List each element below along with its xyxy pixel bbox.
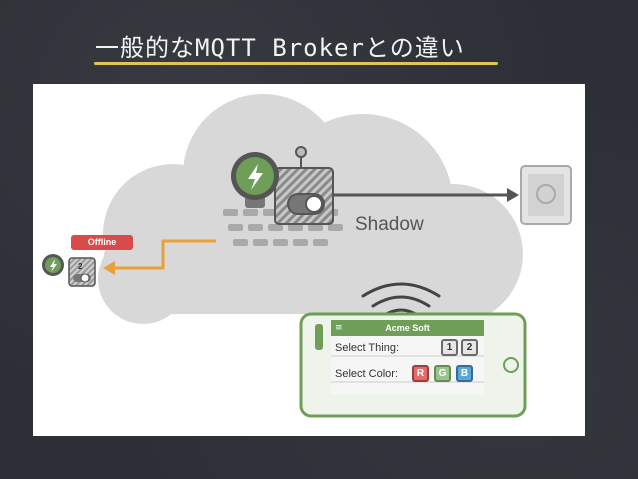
- shadow-device-icon: [274, 146, 334, 225]
- shadow-diagram: 2: [42, 94, 572, 418]
- shadow-to-app-arrow: [333, 188, 519, 202]
- phone-app-header: Acme Soft: [385, 323, 430, 333]
- lightbulb-icon: [231, 152, 279, 208]
- offline-badge: Offline: [71, 235, 133, 250]
- diagram-panel: 2 Shadow Offline ≡ Acme Soft Select Thin…: [33, 84, 585, 436]
- shadow-label: Shadow: [355, 214, 424, 235]
- shadow-to-device-arrow: [103, 239, 216, 275]
- tablet-icon: [520, 165, 572, 225]
- thing-button-2: 2: [461, 339, 478, 356]
- color-button-red: R: [412, 365, 429, 382]
- thing-button-1: 1: [441, 339, 458, 356]
- offline-device-icon: 2: [42, 254, 96, 287]
- color-button-green: G: [434, 365, 451, 382]
- select-thing-label: Select Thing:: [335, 342, 400, 354]
- color-button-blue: B: [456, 365, 473, 382]
- menu-icon: ≡: [335, 323, 343, 333]
- slide-title: 一般的なMQTT Brokerとの違い: [95, 34, 465, 62]
- offline-device-count: 2: [78, 262, 83, 271]
- select-color-label: Select Color:: [335, 368, 398, 380]
- title-underline: [94, 62, 498, 65]
